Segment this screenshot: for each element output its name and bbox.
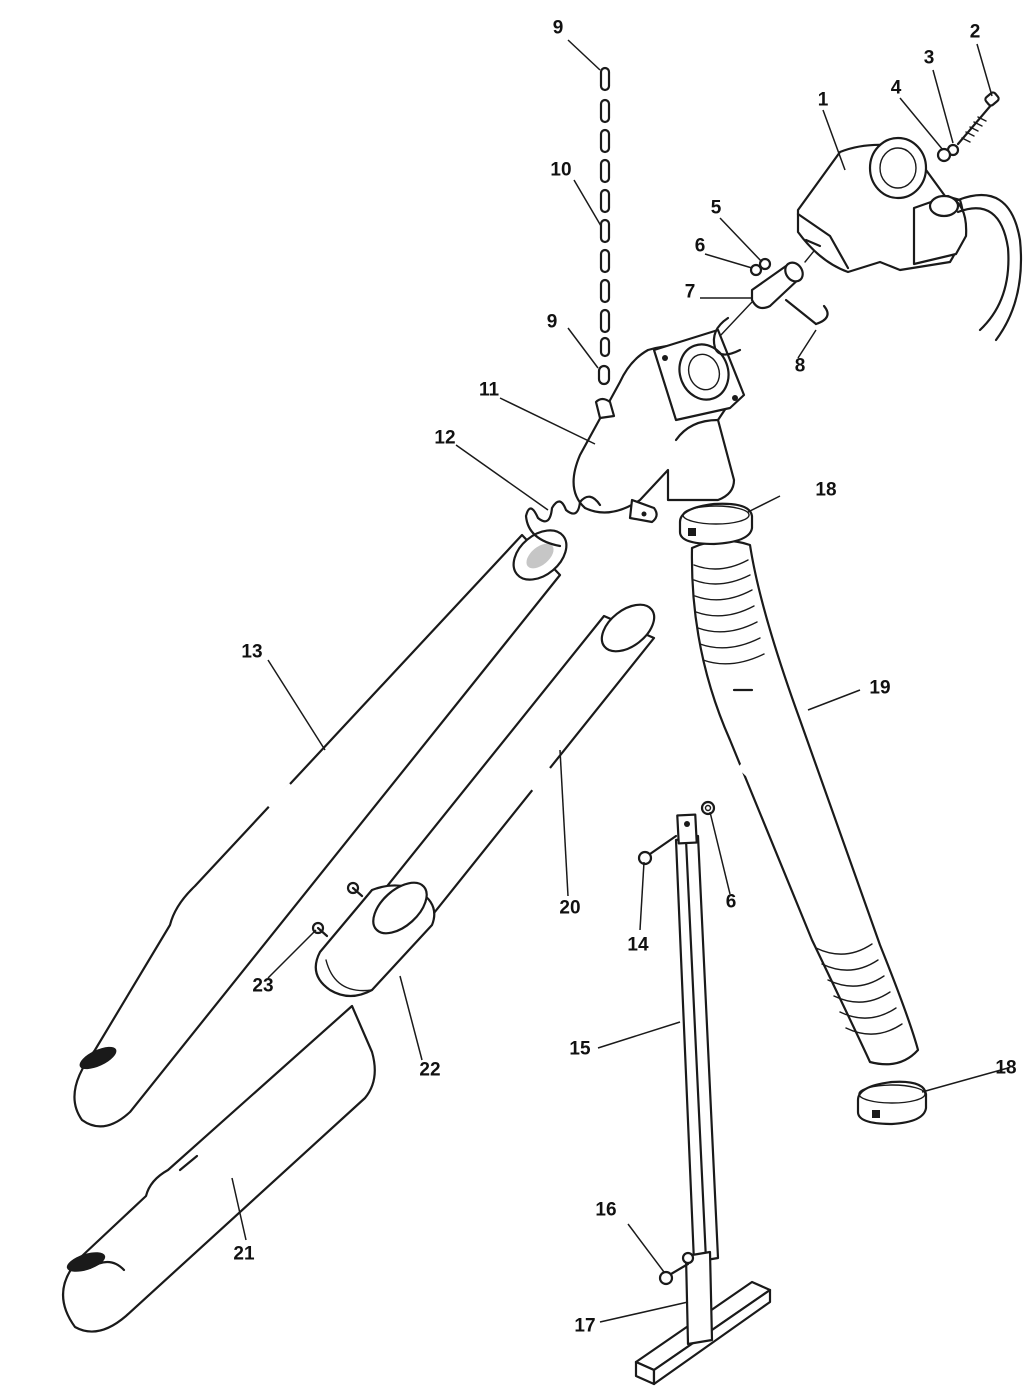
- callout-3: 3: [923, 47, 935, 69]
- part-8-hook: [712, 298, 829, 356]
- callout-4: 4: [890, 77, 902, 99]
- callout-23: 23: [252, 975, 274, 997]
- callout-18-bottom: 18: [995, 1057, 1017, 1079]
- part-18-clamp-top: [678, 502, 754, 546]
- callout-19: 19: [869, 677, 891, 699]
- part-22-coupling-sleeve: [314, 881, 436, 998]
- part-18-clamp-bottom: [856, 1080, 928, 1126]
- part-15-upright-post: [674, 813, 720, 1264]
- leader-lines: [231, 39, 1009, 1323]
- part-12-spring: [524, 495, 602, 548]
- callout-12: 12: [434, 427, 456, 449]
- callout-15: 15: [569, 1038, 591, 1060]
- callout-2: 2: [969, 21, 981, 43]
- callout-14: 14: [627, 934, 649, 956]
- part-16-screw: [658, 1251, 695, 1286]
- callout-13: 13: [241, 641, 263, 663]
- callout-6-post: 6: [725, 891, 737, 913]
- callout-22: 22: [419, 1059, 441, 1081]
- hose-ribs-top: [693, 559, 765, 665]
- part-10-chain: [597, 66, 611, 386]
- callout-17: 17: [574, 1315, 596, 1337]
- part-21-lower-tube: [62, 1004, 376, 1333]
- part-2-bolt: [956, 91, 1000, 146]
- callout-16: 16: [595, 1199, 617, 1221]
- part-6-nut: [700, 800, 716, 816]
- part-17-base-foot: [634, 1250, 772, 1386]
- callout-5: 5: [710, 197, 722, 219]
- callout-9-bottom: 9: [546, 311, 558, 333]
- callout-8: 8: [794, 355, 806, 377]
- callout-20: 20: [559, 897, 581, 919]
- part-11-gun-body: [572, 328, 746, 524]
- callout-6-top: 6: [694, 235, 706, 257]
- part-3-4-washers: [936, 143, 960, 163]
- part-7-coupler: [719, 245, 819, 337]
- callout-21: 21: [233, 1243, 255, 1265]
- callout-11: 11: [478, 379, 500, 401]
- part-19-flex-hose: [690, 539, 920, 1066]
- callout-1: 1: [817, 89, 829, 111]
- part-1-motor: [796, 136, 1023, 342]
- callout-10: 10: [550, 159, 572, 181]
- part-14-bolt: [637, 834, 678, 866]
- callout-18-top: 18: [815, 479, 837, 501]
- callout-9-top: 9: [552, 17, 564, 39]
- hose-ribs-bottom: [815, 943, 903, 1035]
- callout-7: 7: [684, 281, 696, 303]
- part-13-upper-tube: [73, 529, 568, 1128]
